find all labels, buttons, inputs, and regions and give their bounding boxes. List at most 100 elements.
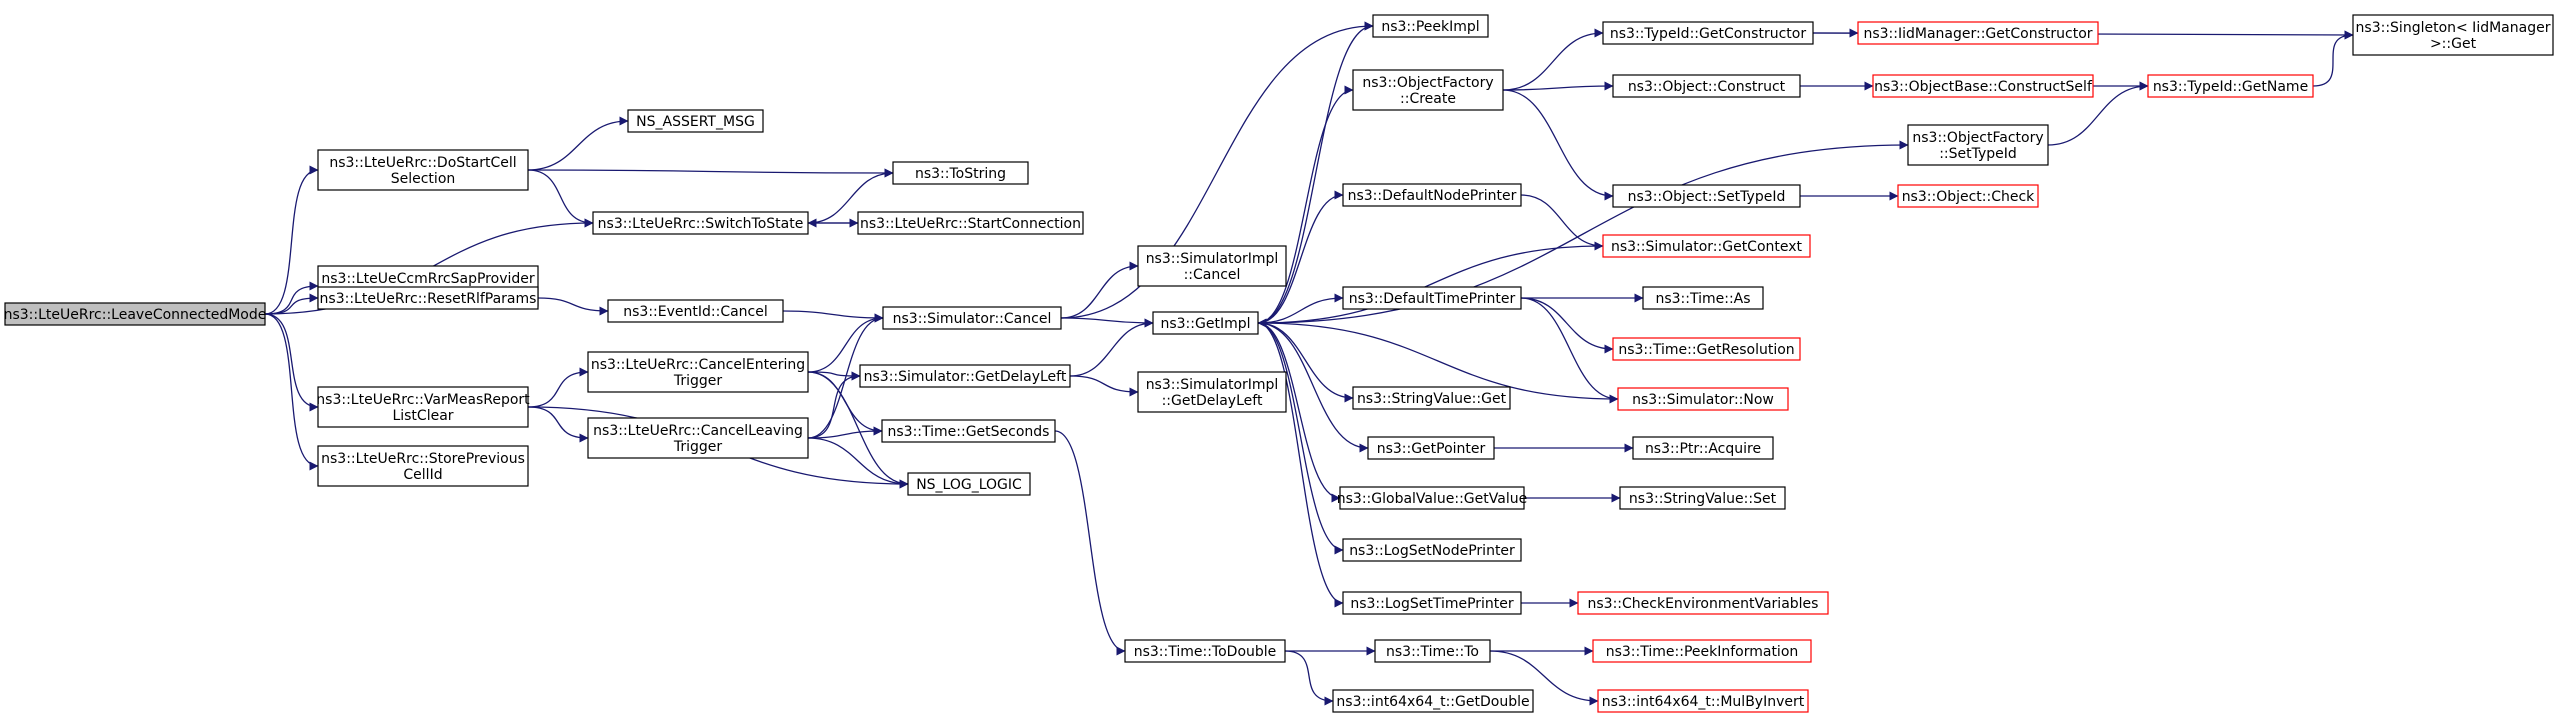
node-deftime[interactable]: ns3::DefaultTimePrinter <box>1342 286 1522 310</box>
node-implcancel[interactable]: ns3::SimulatorImpl::Cancel <box>1137 245 1287 287</box>
node-switch[interactable]: ns3::LteUeRrc::SwitchToState <box>592 211 809 235</box>
node-timeres[interactable]: ns3::Time::GetResolution <box>1612 337 1801 361</box>
node-gvget[interactable]: ns3::GlobalValue::GetValue <box>1337 486 1527 510</box>
node-label-timeres-0: ns3::Time::GetResolution <box>1618 342 1794 358</box>
node-label-dostart-1: Selection <box>391 171 456 187</box>
node-label-lognode-0: ns3::LogSetNodePrinter <box>1349 543 1515 559</box>
node-nslog[interactable]: NS_LOG_LOGIC <box>907 472 1031 496</box>
node-objsettype[interactable]: ns3::Object::SetTypeId <box>1612 184 1801 208</box>
node-box-strset <box>1619 486 1786 510</box>
node-startconn[interactable]: ns3::LteUeRrc::StartConnection <box>857 211 1084 235</box>
edge-eventcancel-to-simcancel <box>782 310 884 323</box>
edge-simcancel-to-implcancel <box>1060 261 1139 319</box>
node-mulby[interactable]: ns3::int64x64_t::MulByInvert <box>1597 689 1809 713</box>
node-tostring[interactable]: ns3::ToString <box>892 161 1029 185</box>
node-simnow[interactable]: ns3::Simulator::Now <box>1617 387 1789 411</box>
node-box-strget <box>1352 386 1511 410</box>
node-ptracq[interactable]: ns3::Ptr::Acquire <box>1632 436 1774 460</box>
node-label-obsctor-0: ns3::ObjectBase::ConstructSelf <box>1874 79 2093 95</box>
node-objconstruct[interactable]: ns3::Object::Construct <box>1612 74 1801 98</box>
node-timeas[interactable]: ns3::Time::As <box>1642 286 1764 310</box>
node-label-simnow-0: ns3::Simulator::Now <box>1632 392 1774 408</box>
node-checkenv[interactable]: ns3::CheckEnvironmentVariables <box>1577 591 1829 615</box>
node-box-ptracq <box>1632 436 1774 460</box>
edge-getseconds-to-todouble <box>1054 430 1126 656</box>
node-peekimpl[interactable]: ns3::PeekImpl <box>1372 14 1489 38</box>
node-box-nslog <box>907 472 1031 496</box>
node-getpointer[interactable]: ns3::GetPointer <box>1367 436 1495 460</box>
node-box-startconn <box>857 211 1084 235</box>
node-strset[interactable]: ns3::StringValue::Set <box>1619 486 1786 510</box>
node-box-checkenv <box>1577 591 1829 615</box>
node-resetrlf[interactable]: ns3::LteUeRrc::ResetRlfParams <box>317 286 539 310</box>
node-objcheck[interactable]: ns3::Object::Check <box>1897 184 2039 208</box>
node-box-simctx <box>1602 234 1811 258</box>
node-box-typegetname <box>2147 74 2314 98</box>
node-simcancel[interactable]: ns3::Simulator::Cancel <box>882 306 1062 330</box>
node-simctx[interactable]: ns3::Simulator::GetContext <box>1602 234 1811 258</box>
node-box-resetrlf <box>317 286 539 310</box>
node-label-cancelleaving-0: ns3::LteUeRrc::CancelLeaving <box>593 423 803 439</box>
node-label-dostart-0: ns3::LteUeRrc::DoStartCell <box>329 155 516 171</box>
edge-deftime-to-simnow <box>1520 297 1619 404</box>
node-label-varmeas-0: ns3::LteUeRrc::VarMeasReport <box>316 392 530 408</box>
node-obsctor[interactable]: ns3::ObjectBase::ConstructSelf <box>1872 74 2094 98</box>
node-logtime[interactable]: ns3::LogSetTimePrinter <box>1342 591 1522 615</box>
node-peekinfo[interactable]: ns3::Time::PeekInformation <box>1592 639 1812 663</box>
edge-simdelay-to-impldelay <box>1069 375 1139 397</box>
node-leave[interactable]: ns3::LteUeRrc::LeaveConnectedMode <box>4 302 267 326</box>
node-timeto[interactable]: ns3::Time::To <box>1374 639 1491 663</box>
node-defnode[interactable]: ns3::DefaultNodePrinter <box>1342 183 1522 207</box>
node-label-deftime-0: ns3::DefaultTimePrinter <box>1349 291 1516 307</box>
node-label-implcancel-1: ::Cancel <box>1184 267 1241 283</box>
edge-varmeas-to-cancelleaving <box>527 406 589 443</box>
edges-layer <box>264 21 2354 706</box>
edge-cancelleaving-to-getseconds <box>807 426 883 439</box>
node-label-logtime-0: ns3::LogSetTimePrinter <box>1350 596 1514 612</box>
node-box-varmeas <box>317 386 529 428</box>
node-assert[interactable]: NS_ASSERT_MSG <box>627 109 764 133</box>
node-box-gvget <box>1339 486 1525 510</box>
node-simdelay[interactable]: ns3::Simulator::GetDelayLeft <box>859 364 1071 388</box>
node-box-todouble <box>1124 639 1286 663</box>
node-eventcancel[interactable]: ns3::EventId::Cancel <box>607 299 784 323</box>
edge-getimpl-to-gvget <box>1257 322 1341 503</box>
node-getimpl[interactable]: ns3::GetImpl <box>1152 311 1259 335</box>
node-strget[interactable]: ns3::StringValue::Get <box>1352 386 1511 410</box>
node-getseconds[interactable]: ns3::Time::GetSeconds <box>881 419 1056 443</box>
node-label-todouble-0: ns3::Time::ToDouble <box>1134 644 1277 660</box>
node-label-nslog-0: NS_LOG_LOGIC <box>916 477 1022 493</box>
node-box-obsctor <box>1872 74 2094 98</box>
node-label-objsettype-0: ns3::Object::SetTypeId <box>1628 189 1786 205</box>
node-label-mulby-0: ns3::int64x64_t::MulByInvert <box>1602 694 1805 710</box>
node-singleton[interactable]: ns3::Singleton< IidManager>::Get <box>2352 14 2554 56</box>
edge-cancelentering-to-simdelay <box>807 371 861 381</box>
node-label-ofcreate-1: ::Create <box>1400 91 1456 107</box>
node-int64get[interactable]: ns3::int64x64_t::GetDouble <box>1332 689 1534 713</box>
node-box-iidget <box>1857 21 2099 45</box>
edge-getimpl-to-ofcreate <box>1257 85 1354 324</box>
node-ofcreate[interactable]: ns3::ObjectFactory::Create <box>1352 69 1504 111</box>
node-typegetname[interactable]: ns3::TypeId::GetName <box>2147 74 2314 98</box>
node-label-checkenv-0: ns3::CheckEnvironmentVariables <box>1588 596 1819 612</box>
node-impldelay[interactable]: ns3::SimulatorImpl::GetDelayLeft <box>1137 371 1287 413</box>
node-box-getpointer <box>1367 436 1495 460</box>
edge-ofsettype-to-typegetname <box>2047 81 2149 146</box>
node-box-logtime <box>1342 591 1522 615</box>
node-box-impldelay <box>1137 371 1287 413</box>
node-label-ofsettype-1: ::SetTypeId <box>1939 146 2017 162</box>
node-typegetctor[interactable]: ns3::TypeId::GetConstructor <box>1602 21 1814 45</box>
node-todouble[interactable]: ns3::Time::ToDouble <box>1124 639 1286 663</box>
node-lognode[interactable]: ns3::LogSetNodePrinter <box>1342 538 1522 562</box>
edge-cancelleaving-to-simdelay <box>807 371 861 439</box>
edge-typegetname-to-singleton <box>2312 30 2354 87</box>
node-iidget[interactable]: ns3::IidManager::GetConstructor <box>1857 21 2099 45</box>
node-label-tostring-0: ns3::ToString <box>915 166 1006 182</box>
edge-dostart-to-switch <box>527 169 594 228</box>
node-ofsettype[interactable]: ns3::ObjectFactory::SetTypeId <box>1907 124 2049 166</box>
